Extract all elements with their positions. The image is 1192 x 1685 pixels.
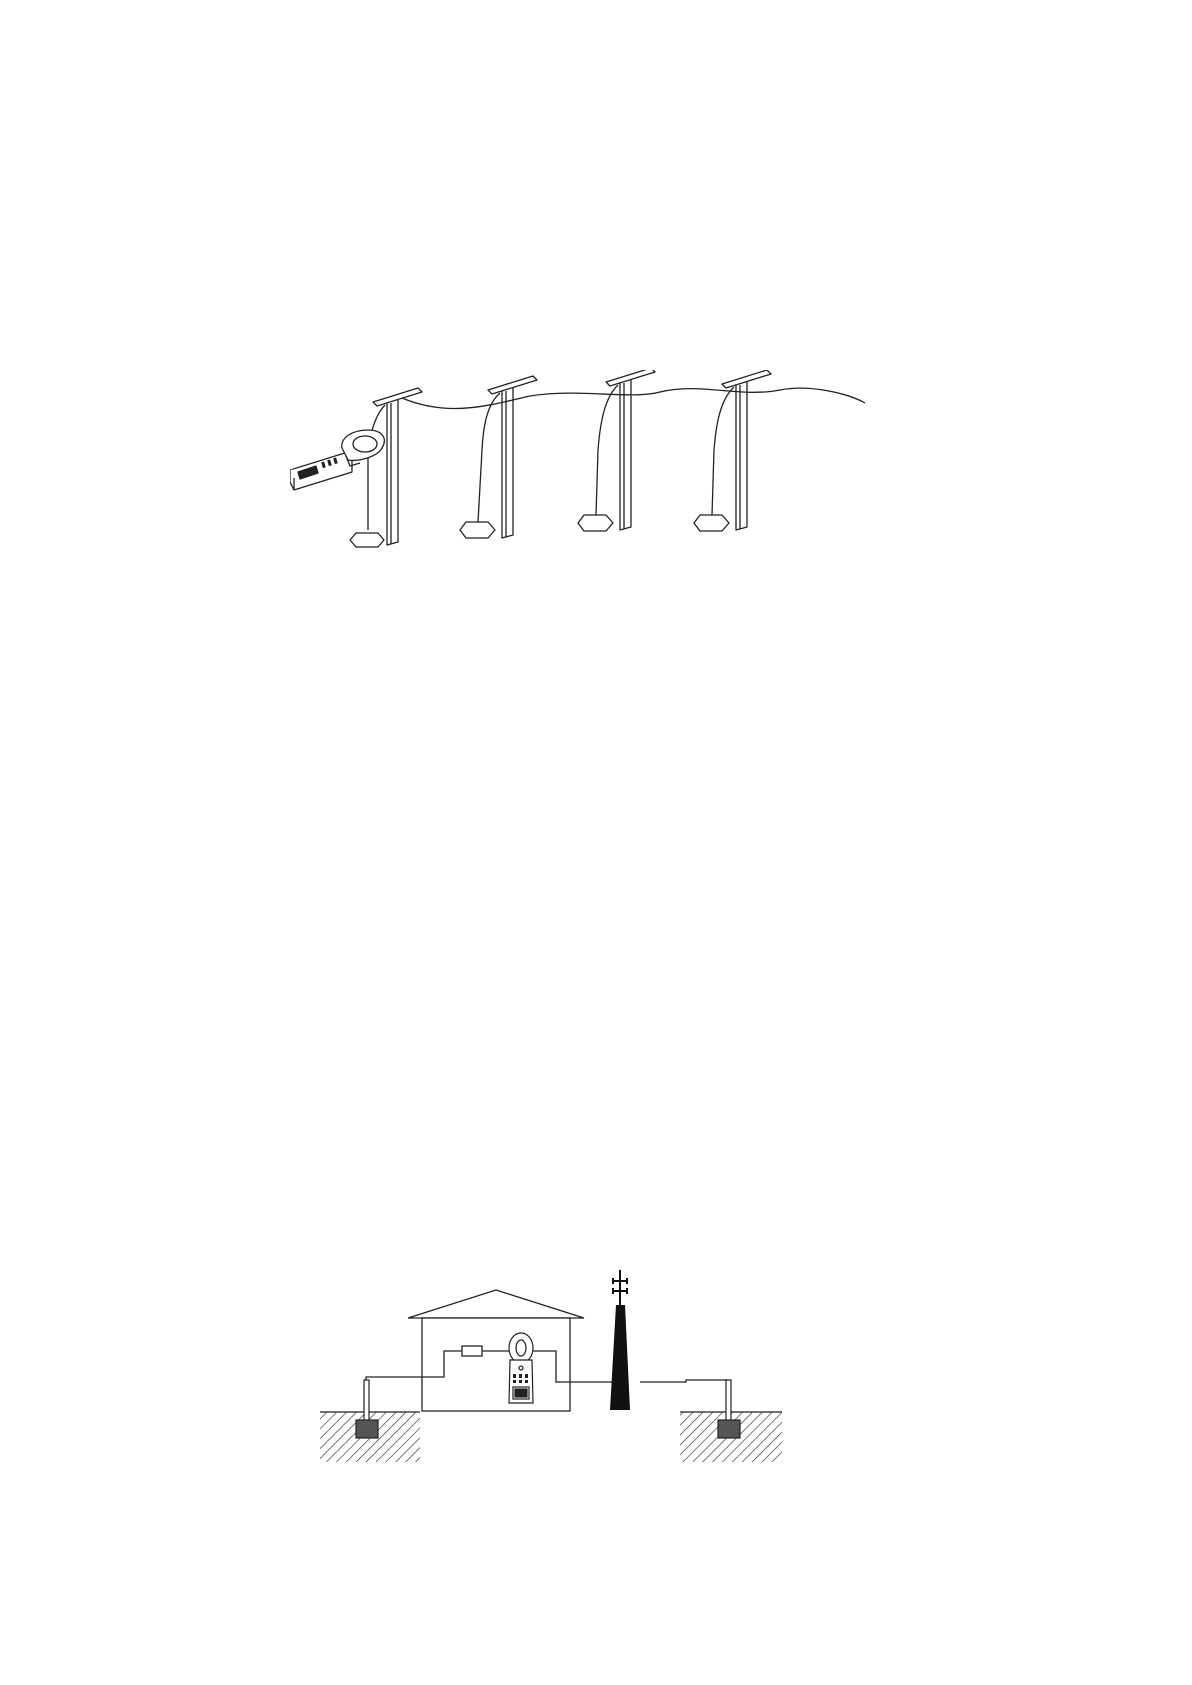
tower-body: [610, 1305, 630, 1410]
ground-lead-1: [368, 405, 385, 530]
pole-grounding-drawing: [290, 370, 870, 570]
clamp-meter-jaw-opening: [353, 436, 377, 452]
clamp-meter: [290, 430, 384, 490]
building-grounding-drawing: [320, 1270, 820, 1520]
overhead-wire: [402, 388, 865, 408]
ground-electrode-1: [350, 533, 384, 547]
pole-1: [350, 388, 422, 547]
antenna-icon: [613, 1270, 627, 1305]
ground-electrode-3: [578, 515, 613, 531]
ground-electrode-4: [694, 515, 729, 531]
pole-grounding-figure: [290, 370, 870, 570]
clamp-meter-upright: [509, 1333, 533, 1403]
ground-lead-4: [712, 387, 734, 515]
ground-lead-2: [478, 393, 500, 522]
ground-electrode-right: [718, 1380, 740, 1438]
ground-electrode-2: [460, 522, 495, 538]
pole-2: [460, 376, 537, 538]
ground-lead-3: [596, 385, 618, 515]
building-grounding-figure: [320, 1270, 820, 1520]
resistor: [462, 1346, 482, 1356]
building-roof: [408, 1290, 584, 1318]
pole-4: [694, 370, 771, 531]
tower: [610, 1270, 630, 1410]
ground-electrode-left: [356, 1380, 378, 1438]
